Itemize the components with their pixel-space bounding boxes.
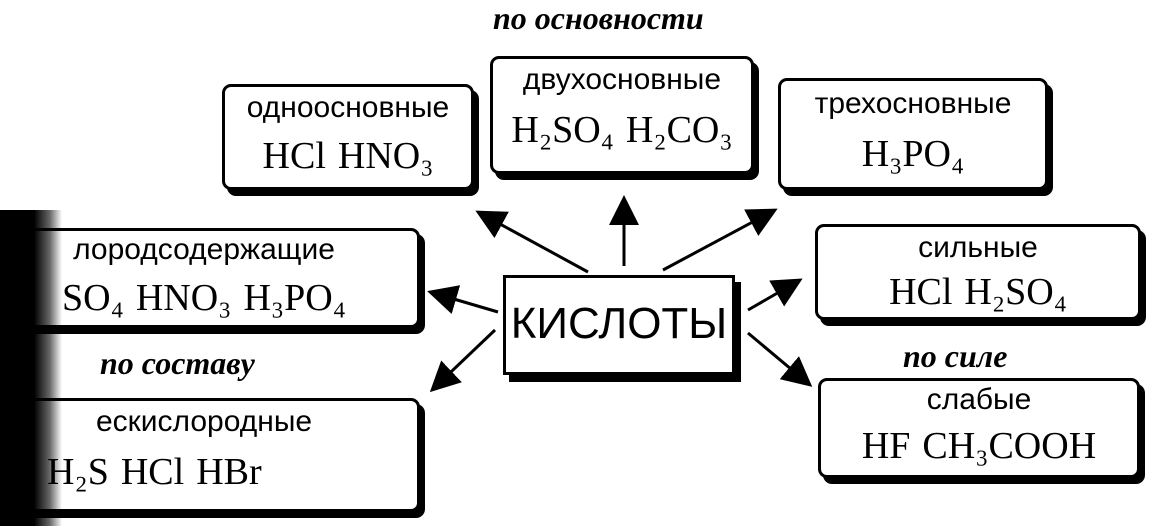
box-formulas: H₃PO₄ [781,133,1045,175]
formula: CH₃COOH [922,425,1097,467]
center-node-acids: КИСЛОТЫ [503,275,735,375]
arrow-to-monobasic [475,210,589,274]
box-oxygen-containing: лородсодержащие SO₄ HNO₃ H₃PO₄ [0,228,420,328]
caption-basicity: по основности [493,0,704,36]
box-weak: слабые HF CH₃COOH [818,378,1140,478]
box-monobasic: одноосновные HCl HNO₃ [222,84,474,190]
formula: H₃PO₄ [861,133,965,175]
arrow-to-oxygenfree [429,328,497,393]
formula: HCl [120,451,185,493]
box-strong: сильные HCl H₂SO₄ [815,224,1141,320]
caption-strength: по силе [903,338,1008,374]
formula: HBr [196,451,262,493]
formula: HCl [889,271,953,313]
formula: HNO₃ [135,277,232,319]
box-title: лородсодержащие [73,233,335,266]
caption-composition: по составу [100,345,255,381]
arrow-to-weak [747,331,813,387]
box-title: двухосновные [522,63,722,96]
box-title: сильные [918,231,1038,264]
arrow-to-strong [747,278,803,312]
formula: HF [861,425,911,467]
arrow-to-tribasic [662,208,778,272]
box-formulas: HF CH₃COOH [821,425,1137,467]
scan-shadow [0,210,62,526]
box-formulas: SO₄ HNO₃ H₃PO₄ [0,277,417,319]
box-formulas: HCl H₂SO₄ [818,271,1138,313]
box-title: слабые [926,383,1032,416]
box-formulas: H₂SO₄ H₂CO₃ [493,109,751,151]
formula: H₃PO₄ [243,277,346,319]
box-formulas: HCl HNO₃ [225,135,471,177]
box-tribasic: трехосновные H₃PO₄ [778,78,1048,190]
box-title: одноосновные [246,91,450,124]
box-title: трехосновные [814,87,1012,120]
formula: HNO₃ [337,135,434,177]
box-dibasic: двухосновные H₂SO₄ H₂CO₃ [490,56,754,174]
formula: H₂CO₃ [625,109,733,151]
formula: HCl [262,135,326,177]
box-title: ескислородные [95,405,313,438]
formula: H₂SO₄ [511,109,614,151]
formula: H₂SO₄ [964,271,1067,313]
arrow-to-oxygen [427,285,499,315]
formula: SO₄ [62,277,124,319]
